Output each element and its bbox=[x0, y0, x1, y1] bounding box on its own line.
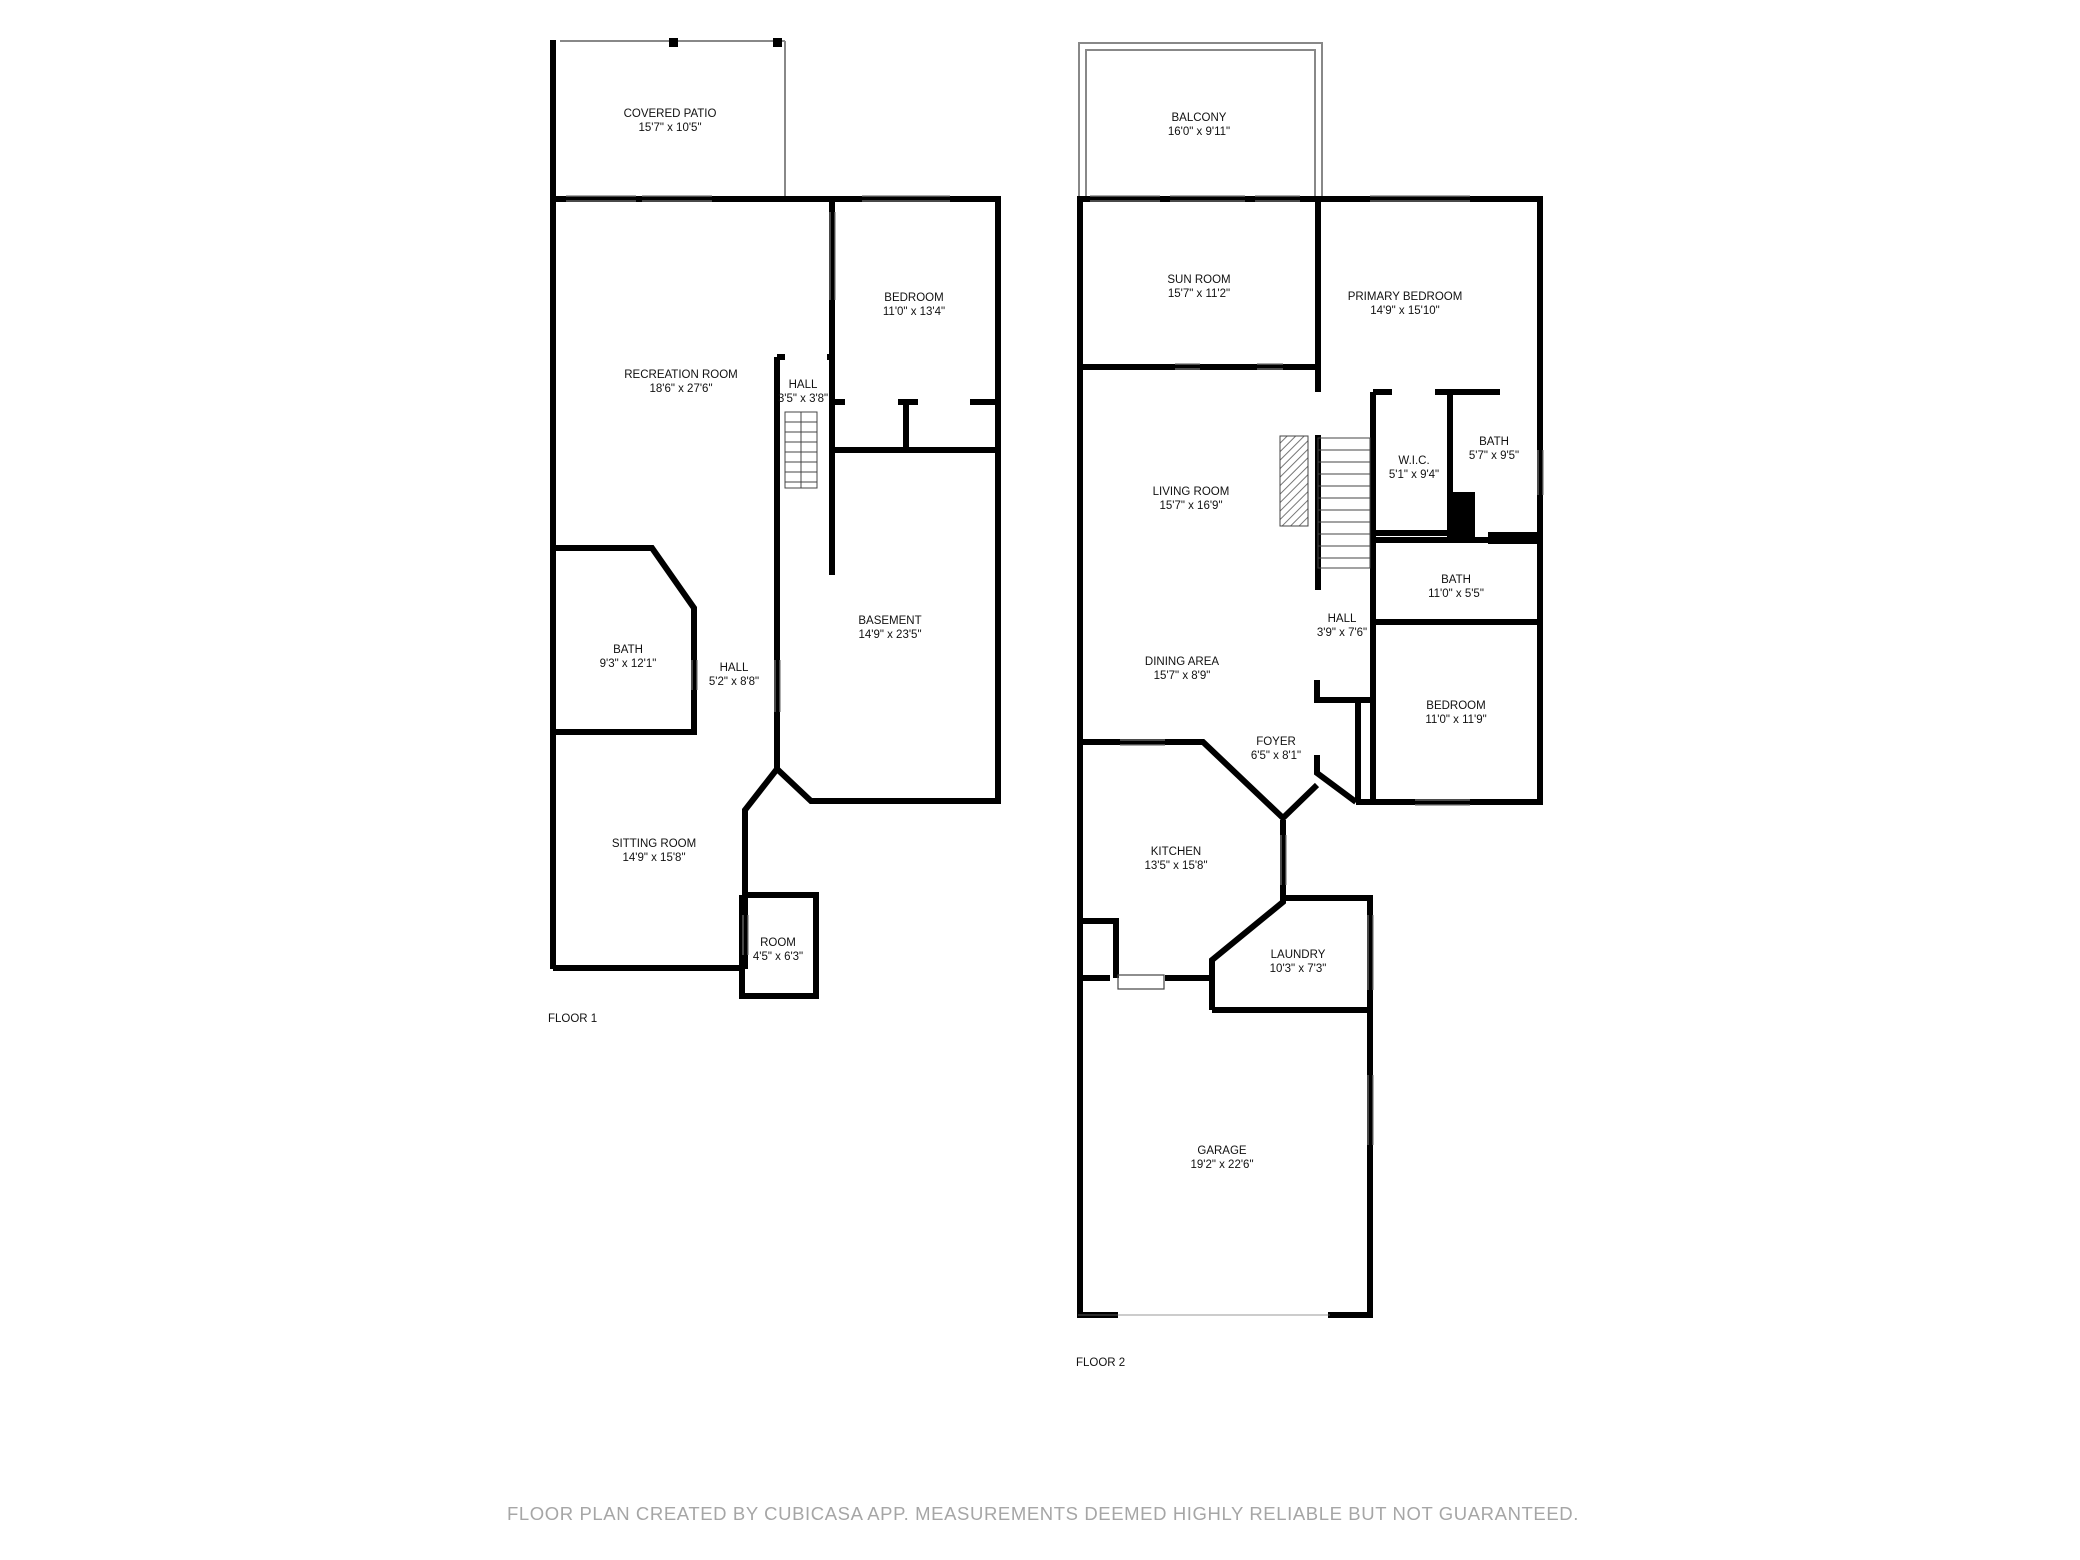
room-size: 15'7" x 16'9" bbox=[1159, 500, 1222, 512]
room-name: HALL bbox=[720, 662, 749, 674]
patio-post bbox=[669, 38, 678, 47]
floor-label: FLOOR 1 bbox=[548, 1013, 597, 1025]
room-size: 19'2" x 22'6" bbox=[1190, 1159, 1253, 1171]
room-name: BEDROOM bbox=[884, 292, 943, 304]
floor-1-labels: COVERED PATIO 15'7" x 10'5" BEDROOM 11'0… bbox=[548, 108, 945, 1025]
room-size: 16'0" x 9'11" bbox=[1168, 126, 1230, 138]
room-name: BEDROOM bbox=[1426, 700, 1485, 712]
room-name: SUN ROOM bbox=[1167, 274, 1230, 286]
room-name: BASEMENT bbox=[858, 615, 921, 627]
floor-1 bbox=[550, 38, 1001, 999]
patio-post bbox=[773, 38, 782, 47]
fireplace bbox=[1279, 435, 1309, 527]
room-size: 15'7" x 10'5" bbox=[638, 122, 701, 134]
floor-label: FLOOR 2 bbox=[1076, 1357, 1125, 1369]
room-size: 4'5" x 6'3" bbox=[753, 951, 803, 963]
floor-2-windows bbox=[1078, 195, 1544, 1316]
floor-1-walls bbox=[550, 40, 1001, 999]
room-size: 14'9" x 23'5" bbox=[858, 629, 921, 641]
room-name: SITTING ROOM bbox=[612, 838, 696, 850]
room-name: LAUNDRY bbox=[1271, 949, 1326, 961]
floor-1-stairs bbox=[784, 411, 818, 489]
room-name: GARAGE bbox=[1197, 1145, 1247, 1157]
room-size: 11'0" x 5'5" bbox=[1428, 588, 1484, 600]
room-size: 13'5" x 15'8" bbox=[1144, 860, 1207, 872]
room-size: 14'9" x 15'10" bbox=[1370, 305, 1439, 317]
room-size: 3'5" x 3'8" bbox=[778, 393, 828, 405]
bath-fixture bbox=[1450, 492, 1475, 538]
room-size: 5'2" x 8'8" bbox=[709, 676, 759, 688]
room-name: ROOM bbox=[760, 937, 796, 949]
room-size: 15'7" x 11'2" bbox=[1168, 288, 1230, 300]
room-size: 10'3" x 7'3" bbox=[1270, 963, 1327, 975]
room-size: 6'5" x 8'1" bbox=[1251, 750, 1301, 762]
floor-1-windows bbox=[566, 195, 950, 955]
room-size: 9'3" x 12'1" bbox=[600, 658, 657, 670]
floor-2-labels: BALCONY 16'0" x 9'11" SUN ROOM 15'7" x 1… bbox=[1076, 112, 1519, 1369]
floor-2 bbox=[1077, 42, 1544, 1318]
balcony-outline bbox=[1078, 42, 1323, 199]
room-name: HALL bbox=[789, 379, 818, 391]
room-size: 5'7" x 9'5" bbox=[1469, 450, 1519, 462]
room-name: FOYER bbox=[1256, 736, 1296, 748]
room-size: 11'0" x 13'4" bbox=[883, 306, 945, 318]
room-name: BALCONY bbox=[1172, 112, 1227, 124]
room-size: 3'9" x 7'6" bbox=[1317, 627, 1367, 639]
covered-patio-outline bbox=[560, 40, 786, 199]
footer-disclaimer: FLOOR PLAN CREATED BY CUBICASA APP. MEAS… bbox=[507, 1503, 1579, 1524]
room-size: 18'6" x 27'6" bbox=[649, 383, 712, 395]
sink bbox=[1117, 974, 1165, 990]
room-size: 14'9" x 15'8" bbox=[622, 852, 685, 864]
bath-fixture bbox=[1488, 532, 1540, 544]
room-name: RECREATION ROOM bbox=[624, 369, 738, 381]
room-name: BATH bbox=[1441, 574, 1471, 586]
room-size: 11'0" x 11'9" bbox=[1425, 714, 1486, 726]
room-name: BATH bbox=[613, 644, 643, 656]
room-size: 5'1" x 9'4" bbox=[1389, 469, 1439, 481]
floor-2-stairs bbox=[1317, 437, 1371, 569]
floor-2-walls bbox=[1077, 196, 1543, 1318]
room-name: HALL bbox=[1328, 613, 1357, 625]
room-name: COVERED PATIO bbox=[624, 108, 717, 120]
room-size: 15'7" x 8'9" bbox=[1154, 670, 1211, 682]
room-name: KITCHEN bbox=[1151, 846, 1201, 858]
room-name: DINING AREA bbox=[1145, 656, 1219, 668]
room-name: PRIMARY BEDROOM bbox=[1348, 291, 1463, 303]
room-name: W.I.C. bbox=[1398, 455, 1429, 467]
room-name: BATH bbox=[1479, 436, 1509, 448]
room-name: LIVING ROOM bbox=[1153, 486, 1230, 498]
